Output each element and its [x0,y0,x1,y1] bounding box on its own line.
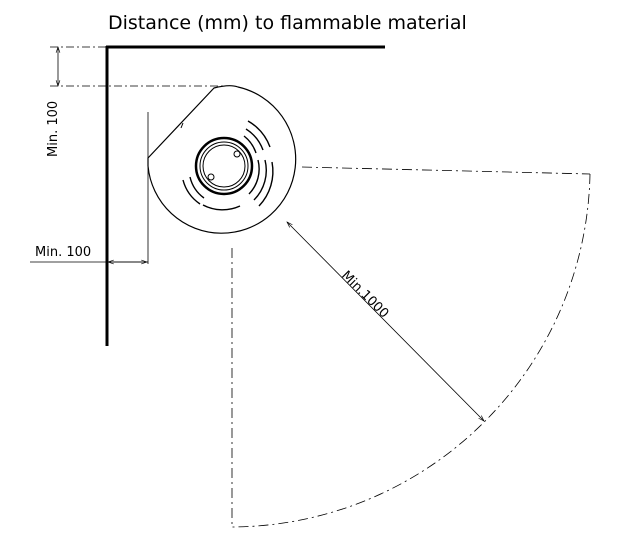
flue-screw [233,150,241,158]
side-clearance-label: Min. 100 [35,245,91,260]
flue-outlet-outer [194,136,254,196]
diagram-title: Distance (mm) to flammable material [108,12,467,34]
flue-screw [207,173,215,181]
air-vent-slots [182,120,274,211]
rear-clearance-label: Min. 100 [46,101,61,157]
side-clearance-dimension: Min. 100 [30,112,149,264]
rear-clearance-dimension: Min. 100 [46,47,226,157]
clearance-arc [231,173,591,528]
front-clearance-sector: Min.1000 [231,166,591,528]
wall-corner [105,45,385,346]
stove-body [147,85,297,234]
stove-top-view [147,85,297,234]
front-clearance-label: Min.1000 [338,268,391,321]
flue-outlet-inner [202,144,246,188]
